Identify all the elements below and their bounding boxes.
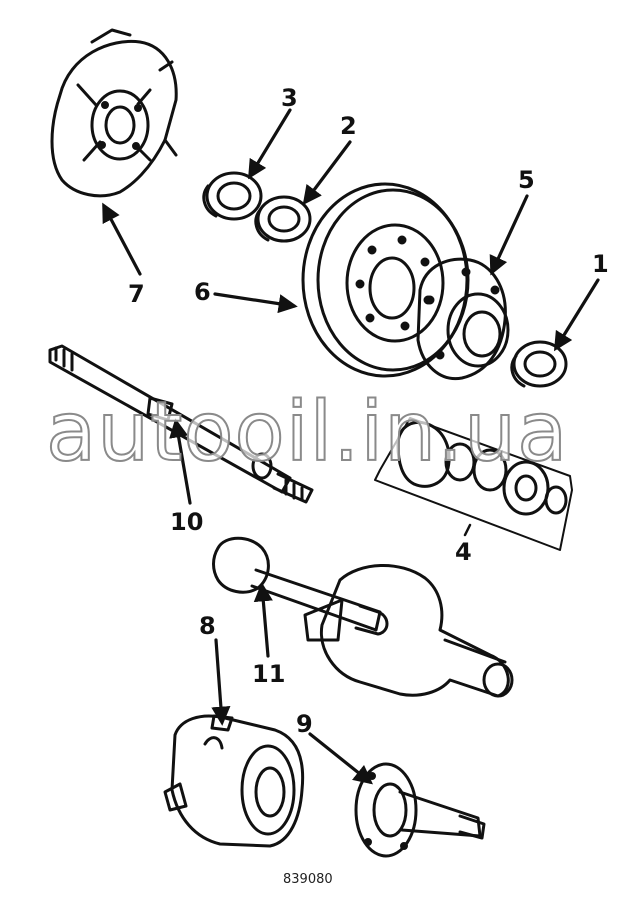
leader-arrows <box>102 108 600 785</box>
arrow-8 <box>211 638 231 726</box>
watermark-text: autooil.in.ua <box>45 385 569 480</box>
figure-code: 839080 <box>283 872 333 887</box>
arrow-10 <box>169 418 192 505</box>
dust-shield <box>50 28 178 198</box>
knuckle-body <box>163 714 305 848</box>
brake-rotor <box>301 182 470 378</box>
axle-shaft <box>48 344 314 504</box>
inner-bearing <box>254 195 312 243</box>
callout-11: 11 <box>252 660 286 688</box>
bracket-4 <box>463 523 472 537</box>
callout-2: 2 <box>340 112 357 140</box>
spindle <box>354 762 486 858</box>
callout-7: 7 <box>128 280 145 308</box>
callout-1: 1 <box>592 250 609 278</box>
arrow-9 <box>308 732 373 785</box>
arrow-7 <box>102 202 142 276</box>
arrow-6 <box>213 292 298 314</box>
callout-6: 6 <box>194 278 211 306</box>
callout-3: 3 <box>281 84 298 112</box>
steering-knuckle-housing <box>303 564 514 698</box>
outer-bearing <box>202 171 263 221</box>
callout-5: 5 <box>518 166 535 194</box>
arrow-3 <box>248 108 292 180</box>
arrow-2 <box>302 140 352 206</box>
arrow-11 <box>253 582 273 658</box>
callout-9: 9 <box>296 710 313 738</box>
hub-seal <box>510 340 568 388</box>
inner-axle-joint <box>212 536 389 636</box>
locking-hub-assembly <box>374 417 573 551</box>
callout-8: 8 <box>199 612 216 640</box>
arrow-5 <box>489 194 529 276</box>
arrow-1 <box>553 278 600 352</box>
wheel-hub <box>416 257 510 381</box>
callout-4: 4 <box>455 538 472 566</box>
callout-10: 10 <box>170 508 204 536</box>
